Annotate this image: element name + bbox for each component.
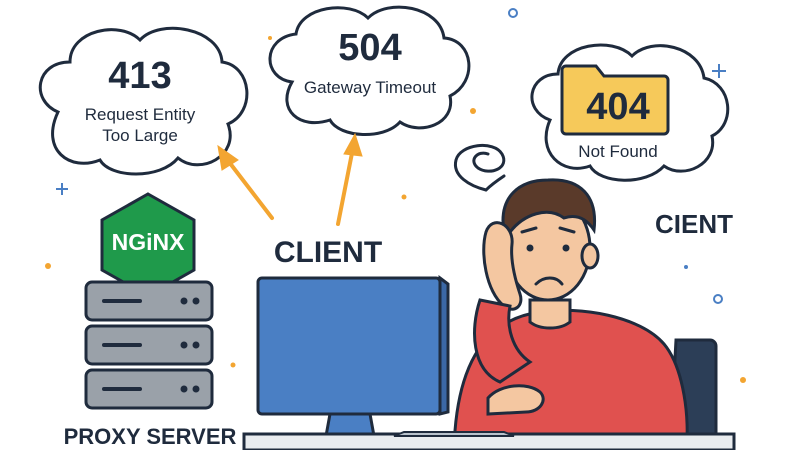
confusion-swirl-icon xyxy=(453,143,506,192)
folder-icon xyxy=(560,64,670,136)
client-label: CLIENT xyxy=(274,236,382,269)
sparkle-icon xyxy=(45,8,746,383)
monitor-icon xyxy=(256,275,450,438)
proxy-server-label: PROXY SERVER xyxy=(64,424,237,449)
client-label-misspelled: CIENT xyxy=(655,209,733,239)
error-cloud-404: 404 Not Found xyxy=(530,43,730,182)
error-code-504: 504 xyxy=(338,27,401,69)
error-cloud-413: 413 Request Entity Too Large xyxy=(38,26,249,176)
error-message-413-line2: Too Large xyxy=(102,126,178,145)
error-message-504: Gateway Timeout xyxy=(304,78,437,97)
nginx-logo-text: NGiNX xyxy=(112,229,186,255)
desk xyxy=(242,431,736,450)
error-message-404: Not Found xyxy=(578,142,657,161)
error-cloud-504: 504 Gateway Timeout xyxy=(268,5,471,136)
arrow-icon xyxy=(217,132,363,226)
error-message-413-line1: Request Entity xyxy=(85,105,196,124)
error-code-413: 413 xyxy=(108,55,171,97)
server-rack-icon xyxy=(84,280,214,410)
error-code-404: 404 xyxy=(586,86,649,128)
person-figure xyxy=(452,178,689,450)
